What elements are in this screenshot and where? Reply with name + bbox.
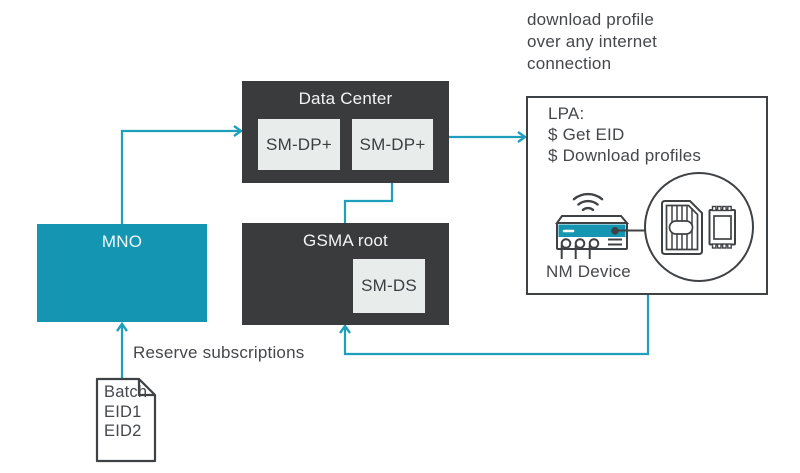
euicc-detail-circle (644, 172, 754, 282)
sm-dp-module-1: SM-DP+ (258, 119, 340, 170)
lpa-box: LPA: $ Get EID $ Download profiles NM De… (526, 96, 768, 295)
reserve-subscriptions-label: Reserve subscriptions (133, 343, 305, 362)
file-line-2: EID1 (104, 402, 142, 421)
sm-ds-module: SM-DS (353, 259, 425, 313)
nm-device-illustration (555, 172, 754, 282)
esim-chip-icon (708, 205, 736, 249)
gsma-root-box: GSMA root SM-DS (242, 223, 449, 325)
data-center-label: Data Center (298, 89, 393, 108)
note-line-2: over any internet (527, 32, 658, 51)
arrow-mno-to-datacenter (120, 125, 244, 224)
sm-dp-module-2: SM-DP+ (352, 119, 433, 170)
lpa-line-2: $ Get EID (548, 125, 625, 144)
mno-label: MNO (101, 232, 143, 251)
data-center-box: Data Center SM-DP+ SM-DP+ (242, 81, 449, 183)
batch-file-label: Batch EID1 EID2 (104, 383, 147, 442)
lpa-line-1: LPA: (548, 104, 585, 123)
file-line-1: Batch (104, 383, 148, 401)
arrow-gsma-to-smdp (343, 169, 398, 223)
note-line-1: download profile (527, 10, 655, 29)
batch-file-icon (95, 377, 157, 463)
note-download-profile: download profile over any internet conne… (527, 9, 657, 75)
sim-card-icon (661, 200, 703, 255)
router-device-icon (555, 215, 646, 259)
lpa-line-3: $ Download profiles (548, 146, 702, 165)
note-line-3: connection (527, 54, 612, 73)
mno-box: MNO (37, 224, 207, 322)
nm-device-label: NM Device (546, 262, 631, 281)
lpa-text: LPA: $ Get EID $ Download profiles (548, 103, 701, 166)
arrow-lpa-to-gsma (339, 295, 650, 356)
gsma-root-label: GSMA root (303, 231, 388, 250)
wifi-signal-icon (572, 192, 604, 212)
file-line-3: EID2 (104, 422, 142, 440)
